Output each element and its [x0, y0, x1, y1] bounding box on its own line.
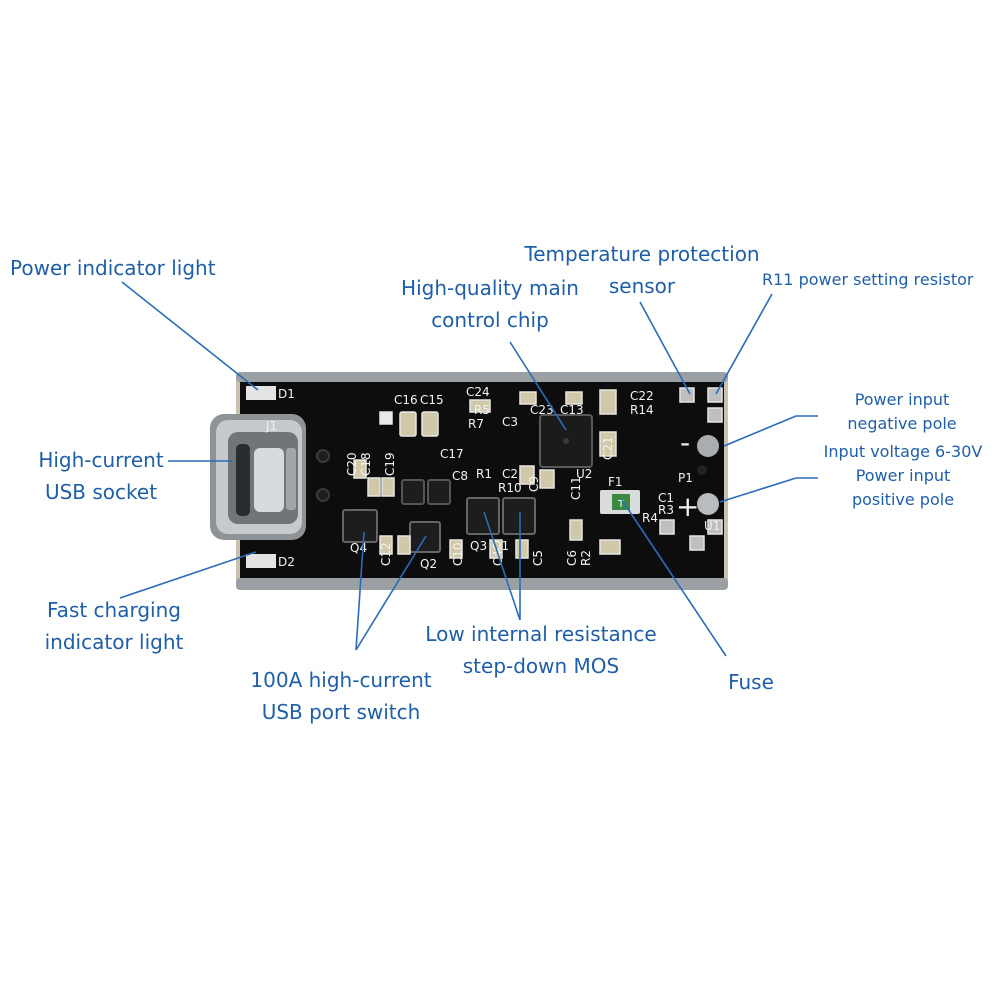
label-temp-sensor: Temperature protection sensor: [506, 238, 778, 302]
silk-q4: Q4: [350, 541, 367, 555]
silk-r10: R10: [498, 481, 522, 495]
switch-q4: [342, 509, 378, 543]
led-d2: [246, 554, 276, 568]
usb-socket-line2: USB socket: [44, 480, 158, 504]
leader-fast-charging: [119, 551, 257, 599]
silk-r4: R4: [642, 511, 658, 525]
main-chip-line1: High-quality main: [401, 276, 579, 300]
silk-minus: -: [680, 426, 690, 459]
mos-q1: [502, 497, 536, 535]
silk-c19: C19: [383, 452, 397, 476]
silk-c2: C2: [502, 467, 518, 481]
fast-charging-line1: Fast charging: [47, 598, 181, 622]
silk-q3: Q3: [470, 539, 487, 553]
input-positive-line2: Power input: [855, 466, 951, 485]
led-d1: [246, 386, 276, 400]
silk-c9: C9: [527, 476, 541, 492]
leader-input-positive: [719, 477, 818, 503]
power-indicator-text: Power indicator light: [10, 256, 216, 280]
usb-c-socket: [210, 414, 306, 540]
usb-socket-line1: High-current: [38, 448, 164, 472]
silkscreen-text: D1 J1 D2 C16 C15 C24 C23 C13 C22 C21 R5 …: [265, 385, 720, 571]
silk-c5: C5: [531, 550, 545, 566]
temp-sensor-line1: Temperature protection: [524, 242, 760, 266]
smd-components: [353, 387, 723, 559]
silk-c21: C21: [601, 436, 615, 460]
silk-c1: C1: [658, 491, 674, 505]
label-usb-switch: 100A high-current USB port switch: [226, 664, 456, 728]
silk-c18: C18: [359, 452, 373, 476]
leader-temp-sensor: [639, 301, 691, 395]
input-negative-line2: negative pole: [847, 414, 957, 433]
usb-switch-line2: USB port switch: [261, 700, 421, 724]
input-positive-line1: Input voltage 6-30V: [823, 442, 983, 461]
fuse-text: Fuse: [728, 670, 774, 694]
silk-c8: C8: [452, 469, 468, 483]
silk-c17: C17: [440, 447, 464, 461]
main-control-chip: [539, 414, 593, 468]
silk-c10: C10: [451, 542, 465, 566]
main-chip-line2: control chip: [431, 308, 549, 332]
silk-r1: R1: [476, 467, 492, 481]
silk-c16: C16: [394, 393, 418, 407]
label-power-indicator: Power indicator light: [10, 252, 216, 284]
silk-u2: U2: [576, 467, 592, 481]
silk-f1: F1: [608, 475, 623, 489]
step-down-mos-line1: Low internal resistance: [425, 622, 657, 646]
silk-c12: C12: [379, 542, 393, 566]
silk-c3: C3: [502, 415, 518, 429]
leader-lines: [119, 281, 818, 657]
silk-t: T: [617, 499, 625, 510]
input-negative-line1: Power input: [854, 390, 950, 409]
silk-r7: R7: [468, 417, 484, 431]
label-fuse: Fuse: [706, 666, 796, 698]
silk-r3: R3: [658, 503, 674, 517]
silk-c20: C20: [345, 452, 359, 476]
input-positive-line3: positive pole: [851, 490, 955, 509]
silk-r14: R14: [630, 403, 654, 417]
silk-c22: C22: [630, 389, 654, 403]
step-down-mos-line2: step-down MOS: [462, 654, 620, 678]
silk-j1: J1: [265, 419, 277, 433]
label-r11-resistor: R11 power setting resistor: [762, 268, 973, 292]
leader-power-indicator: [121, 281, 259, 391]
ic-pair: [401, 479, 451, 505]
silk-q2: Q2: [420, 557, 437, 571]
silk-c11: C11: [569, 476, 583, 500]
label-input-negative: Power input negative pole: [820, 388, 984, 436]
silk-c13: C13: [560, 403, 584, 417]
silk-p1: P1: [678, 471, 693, 485]
leader-usb-switch-2: [355, 535, 427, 651]
silk-c15: C15: [420, 393, 444, 407]
leader-main-chip: [509, 341, 567, 431]
silk-c23: C23: [530, 403, 554, 417]
silk-r5: R5: [474, 403, 490, 417]
silk-r2: R2: [579, 550, 593, 566]
leader-usb-switch-1: [355, 531, 365, 651]
label-usb-socket: High-current USB socket: [10, 444, 192, 508]
silk-c24: C24: [466, 385, 490, 399]
mos-q3: [466, 497, 500, 535]
label-main-chip: High-quality main control chip: [366, 272, 614, 336]
label-step-down-mos: Low internal resistance step-down MOS: [400, 618, 682, 682]
silk-d2: D2: [278, 555, 295, 569]
r11-resistor-text: R11 power setting resistor: [762, 270, 974, 289]
silk-d1: D1: [278, 387, 295, 401]
usb-switch-line1: 100A high-current: [250, 668, 432, 692]
label-input-positive: Input voltage 6-30V Power input positive…: [808, 440, 998, 512]
fast-charging-line2: indicator light: [44, 630, 184, 654]
leader-r11: [715, 293, 773, 395]
leader-input-negative: [723, 415, 818, 447]
via-holes: [316, 435, 719, 515]
temp-sensor-line2: sensor: [608, 274, 676, 298]
silk-c6: C6: [565, 550, 579, 566]
leader-mos-1: [483, 511, 521, 621]
silk-plus: +: [676, 490, 699, 523]
leader-fuse: [621, 499, 727, 657]
label-fast-charging: Fast charging indicator light: [14, 594, 214, 658]
silk-u1: U1: [704, 519, 720, 533]
